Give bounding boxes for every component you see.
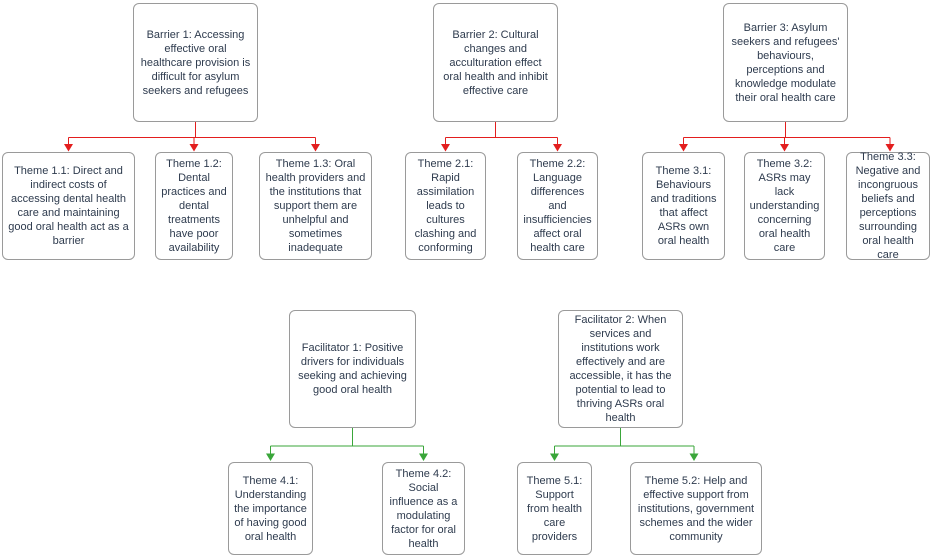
theme-3-2-box: Theme 3.2: ASRs may lack understanding c… bbox=[744, 152, 825, 260]
theme-1-2-box: Theme 1.2: Dental practices and dental t… bbox=[155, 152, 233, 260]
arrow-down-icon bbox=[266, 453, 275, 461]
arrow-down-icon bbox=[419, 453, 428, 461]
barrier-1-connector bbox=[64, 122, 320, 152]
theme-3-3-box: Theme 3.3: Negative and incongruous beli… bbox=[846, 151, 930, 261]
arrow-down-icon bbox=[441, 144, 450, 152]
theme-5-2-box: Theme 5.2: Help and effective support fr… bbox=[630, 462, 762, 555]
barrier-2-connector bbox=[441, 122, 562, 152]
theme-5-1-box: Theme 5.1: Support from health care prov… bbox=[517, 462, 592, 555]
facilitator-2-connector bbox=[550, 428, 699, 461]
theme-4-2-box: Theme 4.2: Social influence as a modulat… bbox=[382, 462, 465, 555]
facilitator-1-label: Facilitator 1: Positive drivers for indi… bbox=[298, 342, 407, 396]
theme-4-1-box: Theme 4.1: Understanding the importance … bbox=[228, 462, 313, 555]
arrow-down-icon bbox=[553, 144, 562, 152]
barrier-2-box: Barrier 2: Cultural changes and accultur… bbox=[433, 3, 558, 122]
theme-4-1-label: Theme 4.1: Understanding the importance … bbox=[234, 474, 307, 543]
theme-3-2-label: Theme 3.2: ASRs may lack understanding c… bbox=[749, 158, 820, 254]
theme-3-1-box: Theme 3.1: Behaviours and traditions tha… bbox=[642, 152, 725, 260]
arrow-down-icon bbox=[311, 144, 320, 152]
facilitator-1-box: Facilitator 1: Positive drivers for indi… bbox=[289, 310, 416, 428]
facilitator-1-connector bbox=[266, 428, 428, 461]
arrow-down-icon bbox=[550, 453, 559, 461]
barrier-3-box: Barrier 3: Asylum seekers and refugees' … bbox=[723, 3, 848, 122]
theme-4-2-label: Theme 4.2: Social influence as a modulat… bbox=[389, 467, 458, 550]
theme-2-1-box: Theme 2.1: Rapid assimilation leads to c… bbox=[405, 152, 486, 260]
theme-2-2-box: Theme 2.2: Language differences and insu… bbox=[517, 152, 598, 260]
theme-1-1-box: Theme 1.1: Direct and indirect costs of … bbox=[2, 152, 135, 260]
barrier-2-label: Barrier 2: Cultural changes and accultur… bbox=[443, 28, 548, 97]
theme-1-3-label: Theme 1.3: Oral health providers and the… bbox=[265, 158, 366, 254]
arrow-down-icon bbox=[689, 453, 699, 461]
theme-5-1-label: Theme 5.1: Support from health care prov… bbox=[526, 474, 583, 543]
facilitator-2-box: Facilitator 2: When services and institu… bbox=[558, 310, 683, 428]
theme-5-2-label: Theme 5.2: Help and effective support fr… bbox=[637, 474, 755, 543]
arrow-down-icon bbox=[189, 144, 199, 152]
barrier-3-connector bbox=[679, 122, 895, 152]
arrow-down-icon bbox=[780, 144, 789, 152]
facilitator-2-label: Facilitator 2: When services and institu… bbox=[569, 314, 672, 424]
theme-3-1-label: Theme 3.1: Behaviours and traditions tha… bbox=[650, 165, 717, 247]
arrow-down-icon bbox=[679, 144, 688, 152]
theme-2-1-label: Theme 2.1: Rapid assimilation leads to c… bbox=[414, 158, 477, 254]
barrier-3-label: Barrier 3: Asylum seekers and refugees' … bbox=[731, 21, 840, 104]
theme-1-2-label: Theme 1.2: Dental practices and dental t… bbox=[161, 158, 227, 254]
theme-1-3-box: Theme 1.3: Oral health providers and the… bbox=[259, 152, 372, 260]
theme-3-3-label: Theme 3.3: Negative and incongruous beli… bbox=[855, 151, 921, 261]
arrow-down-icon bbox=[64, 144, 73, 152]
theme-2-2-label: Theme 2.2: Language differences and insu… bbox=[523, 158, 592, 254]
barrier-1-label: Barrier 1: Accessing effective oral heal… bbox=[140, 28, 251, 97]
theme-1-1-label: Theme 1.1: Direct and indirect costs of … bbox=[8, 165, 129, 247]
barrier-1-box: Barrier 1: Accessing effective oral heal… bbox=[133, 3, 258, 122]
